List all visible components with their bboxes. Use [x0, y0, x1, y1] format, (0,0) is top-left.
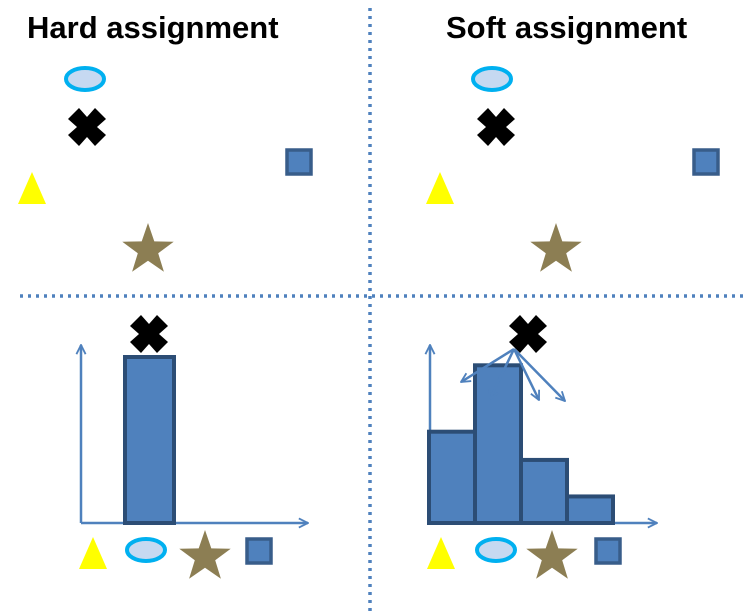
arrow-to-square: [513, 348, 565, 401]
soft-histogram: [427, 315, 657, 579]
hard-histogram: [79, 315, 308, 579]
ellipse-icon: [125, 537, 167, 563]
star-icon: [179, 530, 231, 579]
triangle-icon: [79, 537, 107, 569]
arrow-to-triangle: [461, 347, 515, 382]
histogram-bar-ellipse: [123, 355, 176, 525]
hard-assignment-title: Hard assignment: [27, 10, 279, 45]
histogram-bar-square: [565, 494, 615, 526]
cross-icon: [130, 315, 168, 353]
ellipse-icon: [475, 537, 517, 563]
ellipse-icon: [64, 66, 106, 92]
star-icon: [530, 223, 582, 272]
square-icon: [692, 148, 720, 176]
triangle-icon: [427, 537, 455, 569]
histogram-bar-triangle: [427, 429, 477, 526]
histogram-bar-star: [519, 457, 569, 526]
square-icon: [594, 537, 622, 565]
triangle-icon: [426, 172, 454, 204]
bar-group: [123, 355, 176, 525]
soft-assignment-title: Soft assignment: [446, 10, 687, 45]
soft-top-symbols: [426, 66, 720, 272]
arrow-to-ellipse: [488, 348, 516, 399]
cross-icon: [477, 108, 515, 146]
arrow-to-star: [512, 348, 541, 400]
star-icon: [526, 530, 578, 579]
cross-icon: [68, 108, 106, 146]
ellipse-icon: [471, 66, 513, 92]
star-icon: [122, 223, 174, 272]
square-icon: [285, 148, 313, 176]
histogram-bar-ellipse: [473, 363, 523, 525]
soft-assignment-arrows: [461, 347, 565, 401]
square-icon: [245, 537, 273, 565]
hard-top-symbols: [18, 66, 313, 272]
triangle-icon: [18, 172, 46, 204]
bar-group: [427, 363, 615, 526]
cross-icon: [509, 315, 547, 353]
